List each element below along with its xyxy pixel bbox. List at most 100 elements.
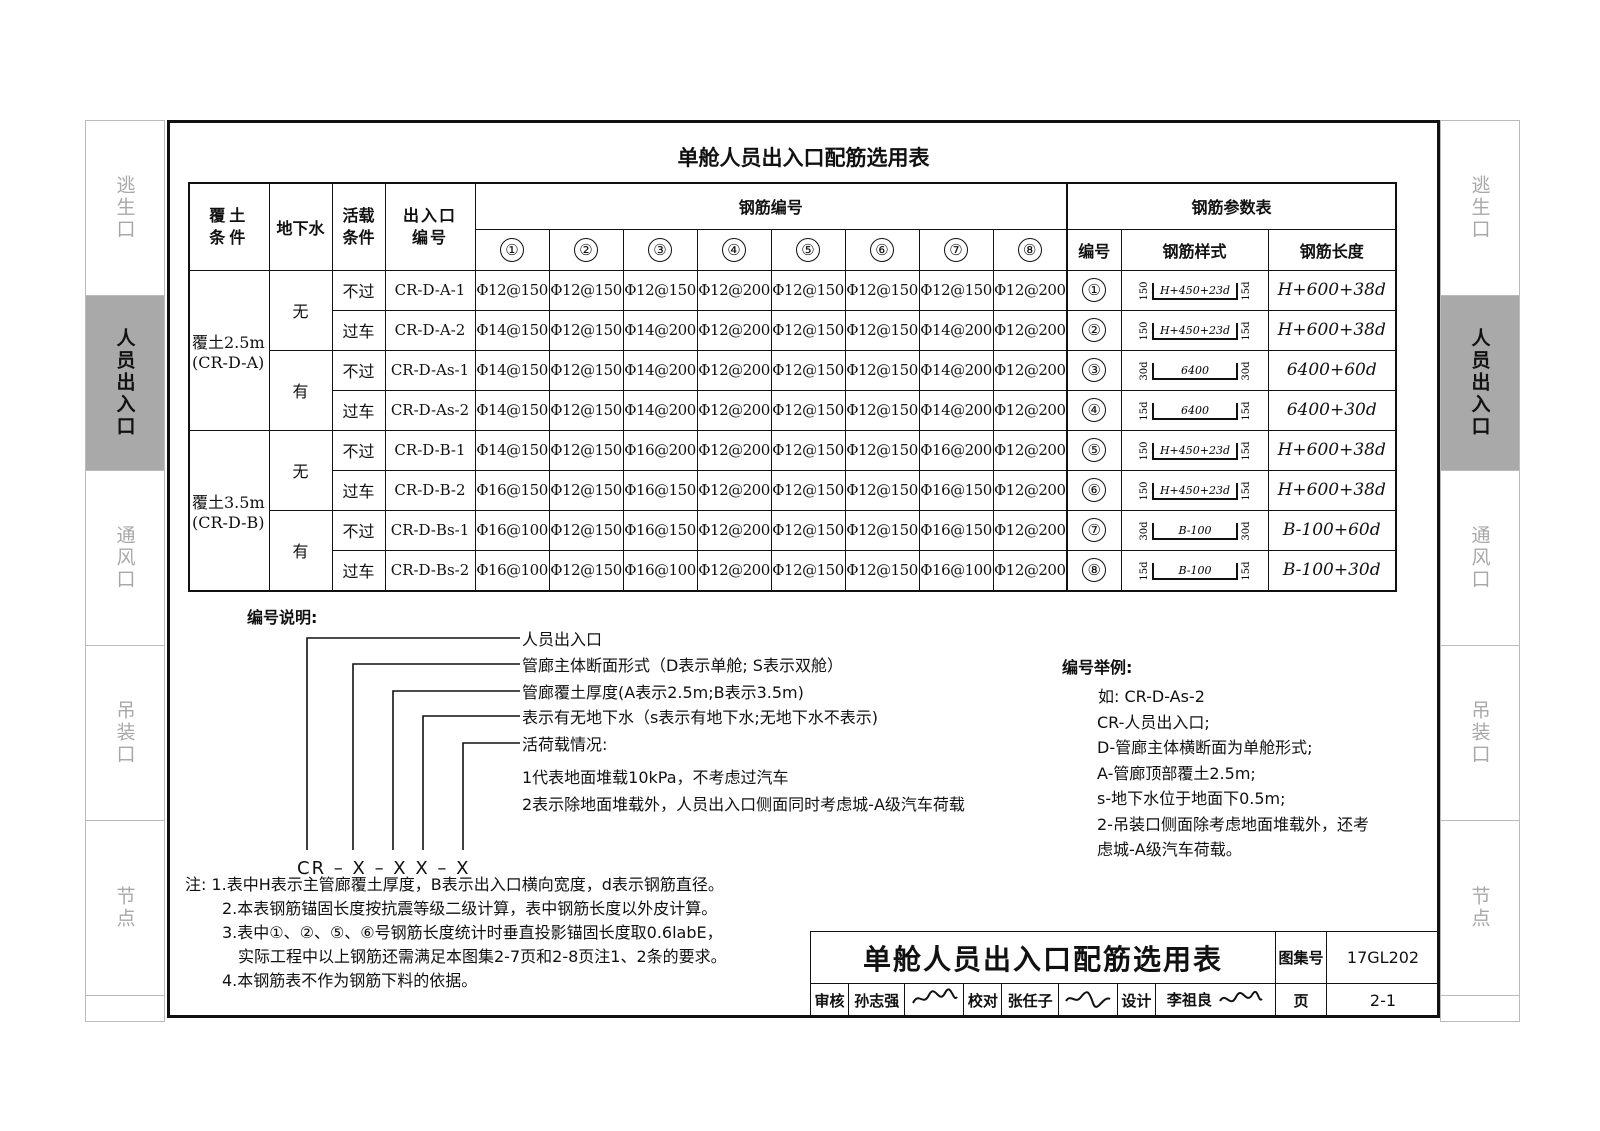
groundwater: 无 [268, 269, 333, 351]
left-tab-4[interactable]: 吊装口 [86, 646, 164, 821]
rebar-cell: Φ12@200 [696, 509, 772, 551]
header-cover: 覆土条件 [188, 182, 270, 271]
code-explain-item: 管廊覆土厚度(A表示2.5m;B表示3.5m) [522, 683, 804, 702]
rebar-cell: Φ12@150 [548, 469, 624, 511]
rebar-cell: Φ12@200 [696, 389, 772, 431]
code-explain-item: 活荷载情况: [522, 735, 608, 754]
left-tab-column: 逃生口人员出入口通风口吊装口节点 [85, 120, 165, 1022]
shape-right-label: 15d [1241, 441, 1252, 461]
left-tab-3[interactable]: 通风口 [86, 471, 164, 646]
cover-label: 覆土3.5m [192, 492, 265, 512]
circle-number: ⑧ [1082, 558, 1107, 582]
entrance-code: CR-D-B-2 [384, 469, 476, 511]
rebar-cell: Φ12@200 [992, 349, 1068, 391]
rebar-cell: Φ12@150 [770, 509, 846, 551]
rebar-cell: Φ12@200 [992, 509, 1068, 551]
example-heading: 编号举例: [1062, 658, 1133, 677]
right-tab-1[interactable]: 逃生口 [1441, 121, 1519, 296]
shape-left-label: 30d [1139, 521, 1150, 541]
rebar-cell: Φ12@150 [770, 469, 846, 511]
live-load: 不过 [331, 349, 386, 391]
param-num: ③ [1066, 349, 1122, 391]
note-line: 3.表中①、②、⑤、⑥号钢筋长度统计时垂直投影锚固长度取0.6labE， [222, 923, 723, 942]
groundwater: 有 [268, 349, 333, 431]
live-load-2: 2表示除地面堆载外，人员出入口侧面同时考虑城-A级汽车荷载 [522, 795, 965, 814]
rebar-cell: Φ16@150 [622, 469, 698, 511]
header-live-load: 活载条件 [331, 182, 386, 271]
header-length: 钢筋长度 [1267, 228, 1397, 271]
rebar-cell: Φ12@150 [474, 269, 550, 311]
rebar-cell: Φ12@150 [844, 549, 920, 591]
note-line: 实际工程中以上钢筋还需满足本图集2-7页和2-8页注1、2条的要求。 [238, 947, 727, 966]
left-tab-1[interactable]: 逃生口 [86, 121, 164, 296]
example-line: 如: CR-D-As-2 [1098, 687, 1205, 706]
param-num: ⑥ [1066, 469, 1122, 511]
circle-number: ④ [1082, 398, 1107, 422]
rebar-col-8: ⑧ [992, 228, 1068, 271]
rebar-cell: Φ12@150 [844, 389, 920, 431]
rebar-cell: Φ12@150 [770, 349, 846, 391]
cover-condition: 覆土3.5m(CR-D-B) [188, 429, 270, 591]
tab-label: 通风口 [113, 525, 136, 591]
shape-left-label: 15d [1139, 401, 1150, 421]
circle-number: ⑦ [944, 237, 968, 262]
rebar-col-3: ③ [622, 228, 698, 271]
rebar-cell: Φ12@150 [844, 429, 920, 471]
rebar-cell: Φ12@150 [770, 269, 846, 311]
header-num: 编号 [1066, 228, 1122, 271]
circle-number: ③ [1082, 358, 1107, 382]
circle-number: ① [500, 237, 524, 262]
circle-number: ④ [722, 237, 746, 262]
rebar-length: B-100+60d [1267, 509, 1397, 551]
rebar-cell: Φ12@150 [770, 309, 846, 351]
header-entrance-code: 出入口编号 [384, 182, 476, 271]
param-num: ① [1066, 269, 1122, 311]
right-tab-2[interactable]: 人员出入口 [1441, 296, 1519, 471]
left-tab-2[interactable]: 人员出入口 [86, 296, 164, 471]
rebar-cell: Φ14@150 [474, 309, 550, 351]
rebar-cell: Φ12@200 [992, 469, 1068, 511]
rebar-cell: Φ12@200 [696, 309, 772, 351]
left-tab-5[interactable]: 节点 [86, 821, 164, 996]
live-load: 不过 [331, 429, 386, 471]
shape-right-label: 15d [1241, 321, 1252, 341]
rebar-cell: Φ14@200 [622, 349, 698, 391]
page-number: 2-1 [1326, 983, 1440, 1017]
rebar-col-4: ④ [696, 228, 772, 271]
rebar-cell: Φ12@150 [844, 469, 920, 511]
entrance-code: CR-D-As-2 [384, 389, 476, 431]
live-load-1: 1代表地面堆载10kPa，不考虑过汽车 [522, 768, 789, 787]
circle-number: ⑤ [1082, 438, 1107, 462]
shape-left-label: 150 [1139, 321, 1150, 340]
right-tab-4[interactable]: 吊装口 [1441, 646, 1519, 821]
shape-right-label: 15d [1241, 561, 1252, 581]
rebar-cell: Φ14@200 [622, 389, 698, 431]
drawing-frame [167, 120, 1440, 1018]
shape-left-label: 150 [1139, 481, 1150, 500]
right-tab-3[interactable]: 通风口 [1441, 471, 1519, 646]
shape-top-label: 6400 [1181, 364, 1209, 377]
rebar-col-1: ① [474, 228, 550, 271]
rebar-cell: Φ16@100 [918, 549, 994, 591]
tab-label: 节点 [1468, 886, 1491, 930]
circle-number: ② [574, 237, 598, 262]
circle-number: ⑧ [1017, 237, 1042, 262]
rebar-cell: Φ12@200 [992, 309, 1068, 351]
live-load: 不过 [331, 269, 386, 311]
header-rebar-params: 钢筋参数表 [1066, 182, 1397, 230]
review-label: 审核 [809, 983, 850, 1017]
shape-right-label: 15d [1241, 481, 1252, 501]
right-tab-5[interactable]: 节点 [1441, 821, 1519, 996]
rebar-cell: Φ14@150 [474, 389, 550, 431]
rebar-length: H+600+38d [1267, 469, 1397, 511]
live-load: 过车 [331, 549, 386, 591]
right-tab-column: 逃生口人员出入口通风口吊装口节点 [1440, 120, 1520, 1022]
note-line: 4.本钢筋表不作为钢筋下料的依据。 [222, 971, 478, 990]
